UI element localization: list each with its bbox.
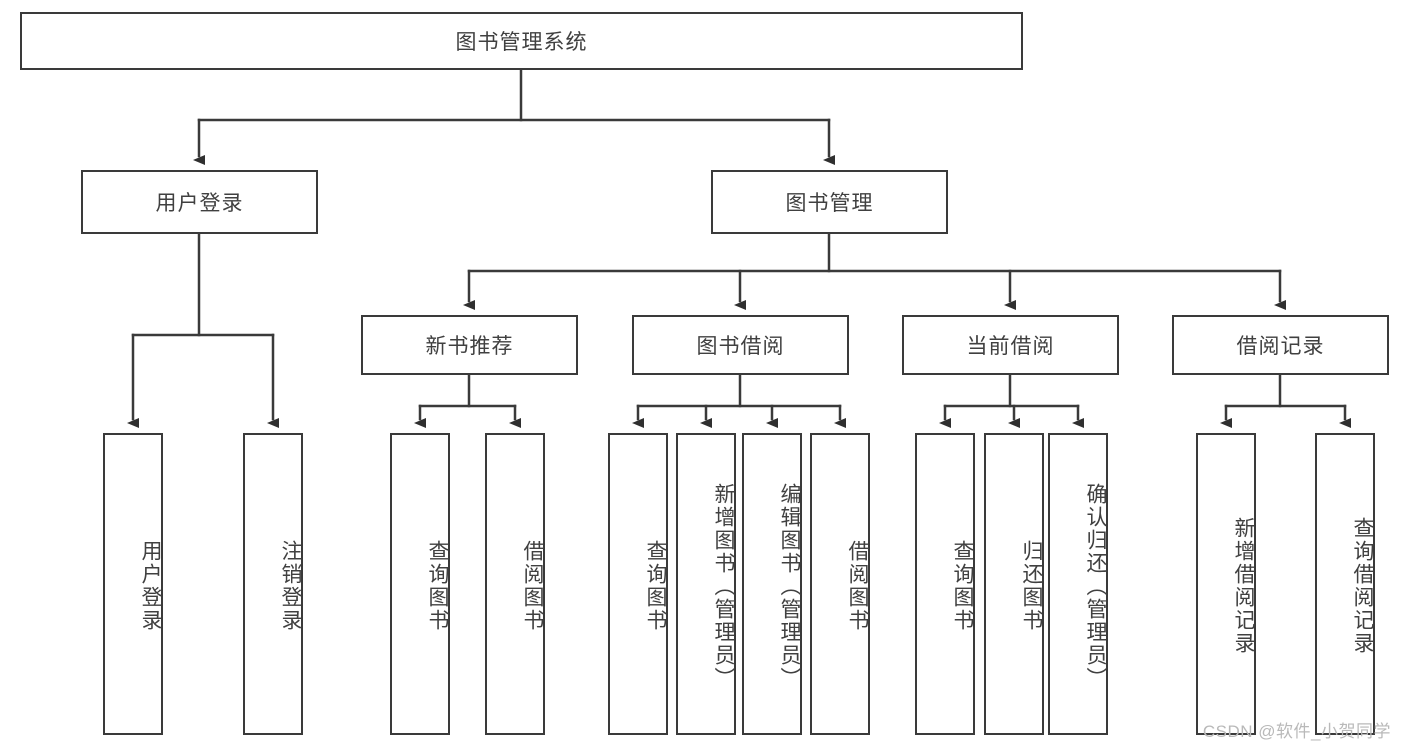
node-leaf-query-borrow-record[interactable]: 查询借阅记录: [1315, 433, 1375, 735]
node-leaf-borrow-book[interactable]: 借阅图书: [810, 433, 870, 735]
node-leaf-query-book-current[interactable]: 查询图书: [915, 433, 975, 735]
node-book-borrow-label: 图书借阅: [696, 335, 785, 358]
node-borrow-record-label: 借阅记录: [1236, 335, 1325, 358]
node-leaf-return-book-label: 归还图书: [1020, 540, 1043, 632]
node-leaf-query-borrow-record-label: 查询借阅记录: [1351, 517, 1374, 655]
node-leaf-user-logout[interactable]: 注销登录: [243, 433, 303, 735]
node-leaf-query-book[interactable]: 查询图书: [608, 433, 668, 735]
node-leaf-user-login-label: 用户登录: [139, 540, 162, 632]
node-book-manage[interactable]: 图书管理: [711, 170, 948, 234]
node-leaf-query-book-current-label: 查询图书: [951, 540, 974, 632]
node-leaf-add-book[interactable]: 新增图书（管理员）: [676, 433, 736, 735]
node-leaf-borrow-book-label: 借阅图书: [846, 540, 869, 632]
connector-bookborrow-to-leaves: [632, 373, 846, 428]
connector-userlogin-to-leaves: [127, 232, 279, 428]
node-leaf-add-book-label: 新增图书（管理员）: [712, 482, 735, 690]
node-leaf-confirm-return[interactable]: 确认归还（管理员）: [1048, 433, 1108, 735]
node-leaf-borrow-book-recommend[interactable]: 借阅图书: [485, 433, 545, 735]
node-leaf-user-login[interactable]: 用户登录: [103, 433, 163, 735]
node-leaf-confirm-return-label: 确认归还（管理员）: [1084, 482, 1107, 690]
node-leaf-query-book-recommend[interactable]: 查询图书: [390, 433, 450, 735]
node-leaf-query-book-recommend-label: 查询图书: [426, 540, 449, 632]
node-borrow-record[interactable]: 借阅记录: [1172, 315, 1389, 375]
node-leaf-query-book-label: 查询图书: [644, 540, 667, 632]
node-leaf-return-book[interactable]: 归还图书: [984, 433, 1044, 735]
node-root[interactable]: 图书管理系统: [20, 12, 1023, 70]
node-leaf-edit-book[interactable]: 编辑图书（管理员）: [742, 433, 802, 735]
node-new-book-recommend[interactable]: 新书推荐: [361, 315, 578, 375]
node-current-borrow-label: 当前借阅: [966, 335, 1055, 358]
node-leaf-user-logout-label: 注销登录: [279, 540, 302, 632]
node-user-login-label: 用户登录: [155, 192, 244, 215]
connector-recommend-to-leaves: [414, 373, 521, 428]
node-user-login[interactable]: 用户登录: [81, 170, 318, 234]
node-leaf-edit-book-label: 编辑图书（管理员）: [778, 482, 801, 690]
node-book-manage-label: 图书管理: [785, 192, 874, 215]
node-leaf-add-borrow-record-label: 新增借阅记录: [1232, 517, 1255, 655]
node-current-borrow[interactable]: 当前借阅: [902, 315, 1119, 375]
node-root-label: 图书管理系统: [455, 31, 588, 54]
node-book-borrow[interactable]: 图书借阅: [632, 315, 849, 375]
connector-currentborrow-to-leaves: [939, 373, 1084, 428]
node-leaf-borrow-book-recommend-label: 借阅图书: [521, 540, 544, 632]
node-new-book-recommend-label: 新书推荐: [425, 335, 514, 358]
connector-root-to-level1: [193, 68, 835, 165]
watermark: CSDN @软件_小贺同学: [1202, 722, 1391, 741]
node-leaf-add-borrow-record[interactable]: 新增借阅记录: [1196, 433, 1256, 735]
connector-bookmanage-to-level2: [463, 232, 1286, 310]
connector-borrowrecord-to-leaves: [1220, 373, 1351, 428]
